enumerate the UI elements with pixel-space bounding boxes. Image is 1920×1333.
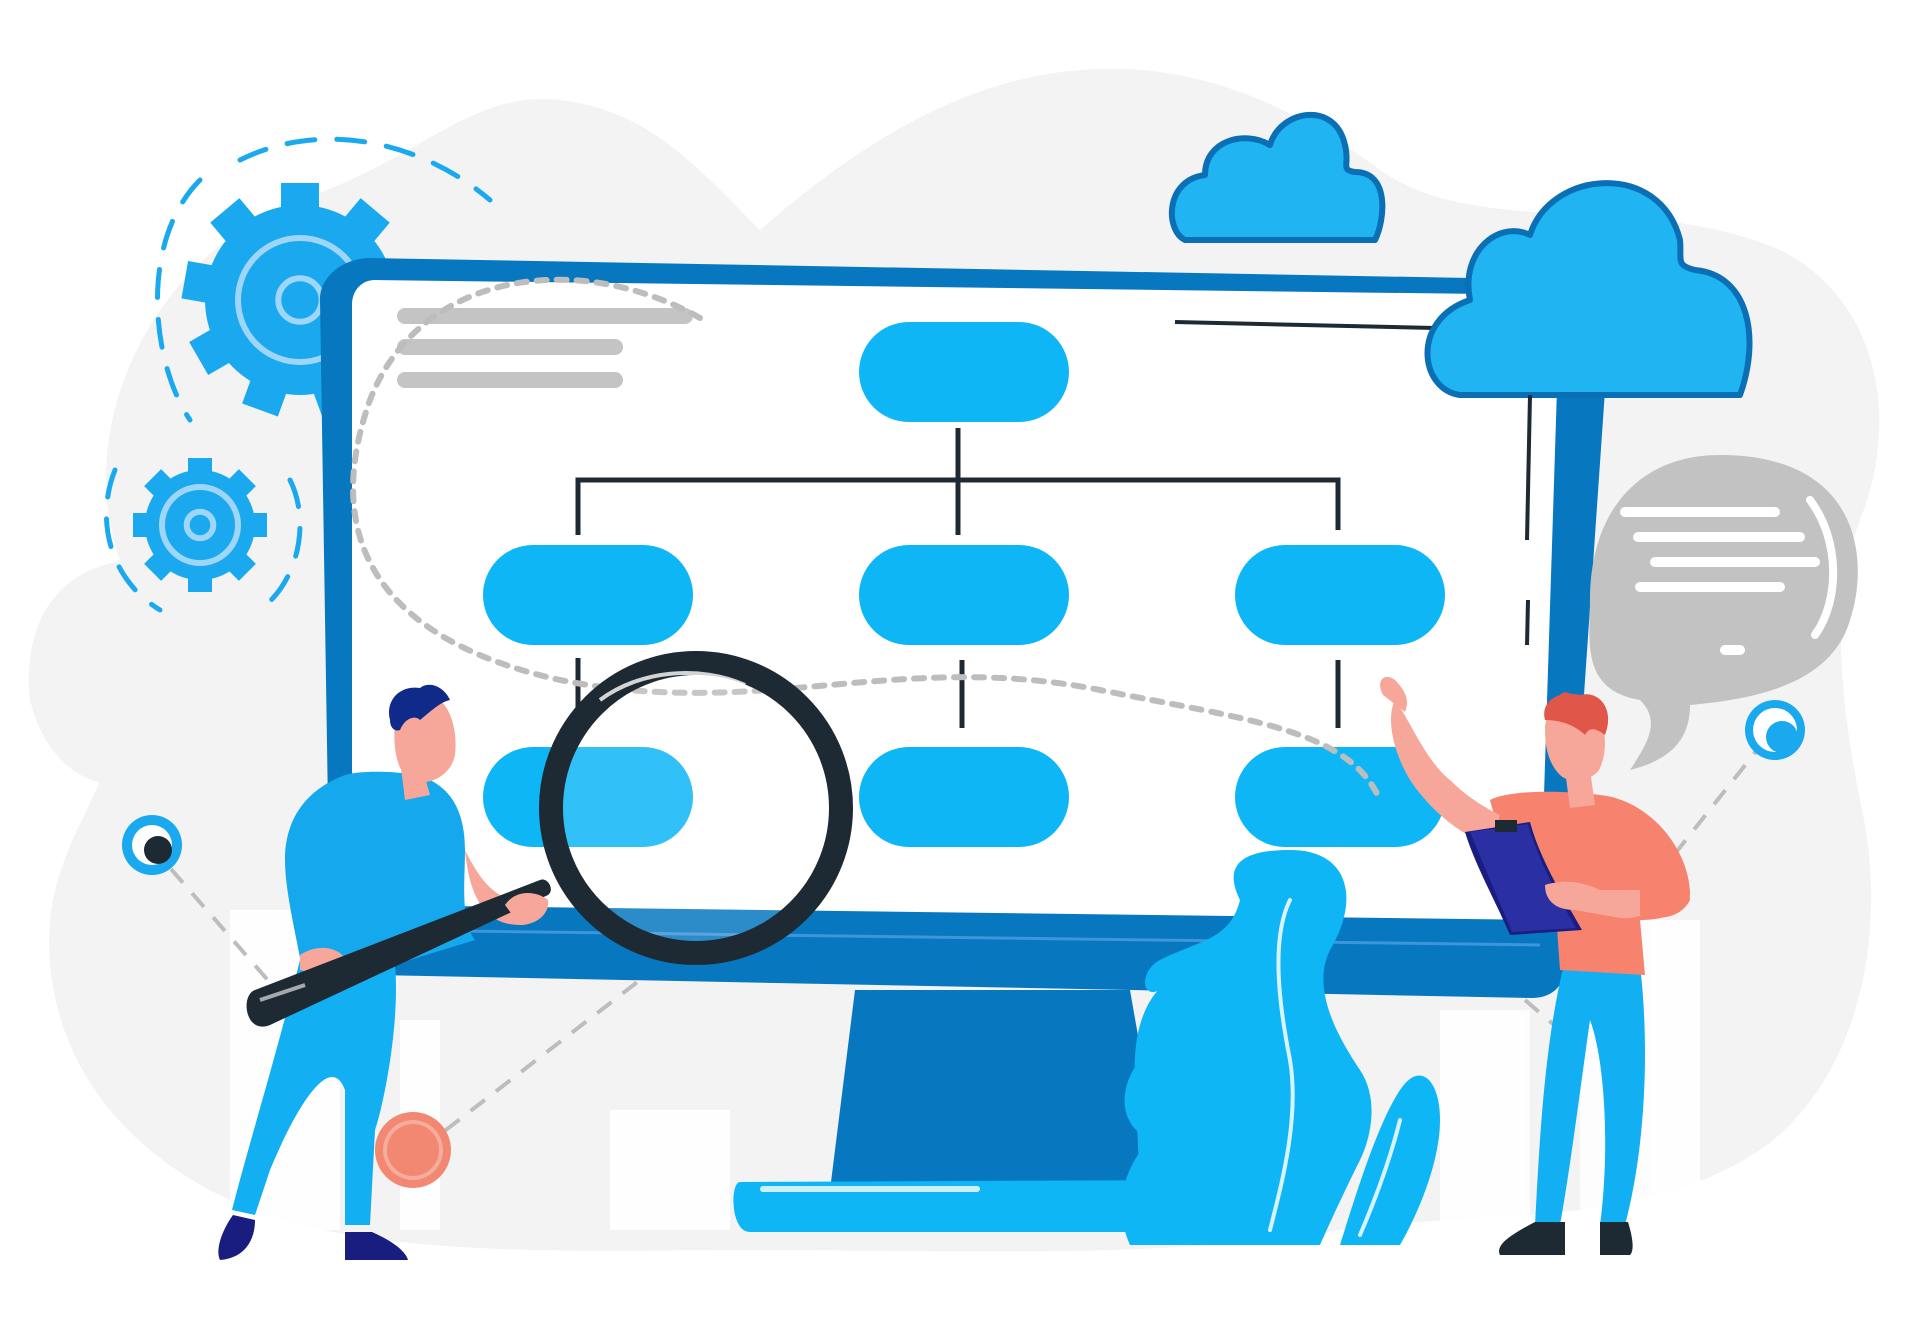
network-node (122, 815, 182, 875)
man-with-magnifier (218, 651, 853, 1260)
network-node (375, 1112, 451, 1188)
clipboard-icon (1465, 820, 1582, 935)
org-chart (483, 322, 1445, 847)
man-with-clipboard (1380, 676, 1690, 1255)
org-chart-node (483, 747, 693, 847)
dashed-orbit (103, 136, 493, 613)
plant-icon (1121, 850, 1440, 1245)
network-node (1745, 700, 1805, 760)
screen-line (1174, 320, 1436, 330)
org-chart-connectors (575, 428, 1341, 730)
dashed-trajectory (350, 276, 1383, 803)
org-chart-node (1235, 747, 1445, 847)
magnifier-icon (539, 651, 853, 965)
org-chart-node (1235, 545, 1445, 645)
org-chart-node (859, 322, 1069, 422)
gear-icon (133, 458, 267, 592)
org-chart-node (859, 747, 1069, 847)
speech-bubble-icon (1589, 455, 1858, 770)
org-chart-node (859, 545, 1069, 645)
cloud-icon (1169, 112, 1386, 243)
cloud-connectors (1525, 394, 1532, 646)
org-chart-node (483, 545, 693, 645)
cloud-icon (1424, 180, 1753, 398)
screen-text-lines (397, 308, 693, 388)
